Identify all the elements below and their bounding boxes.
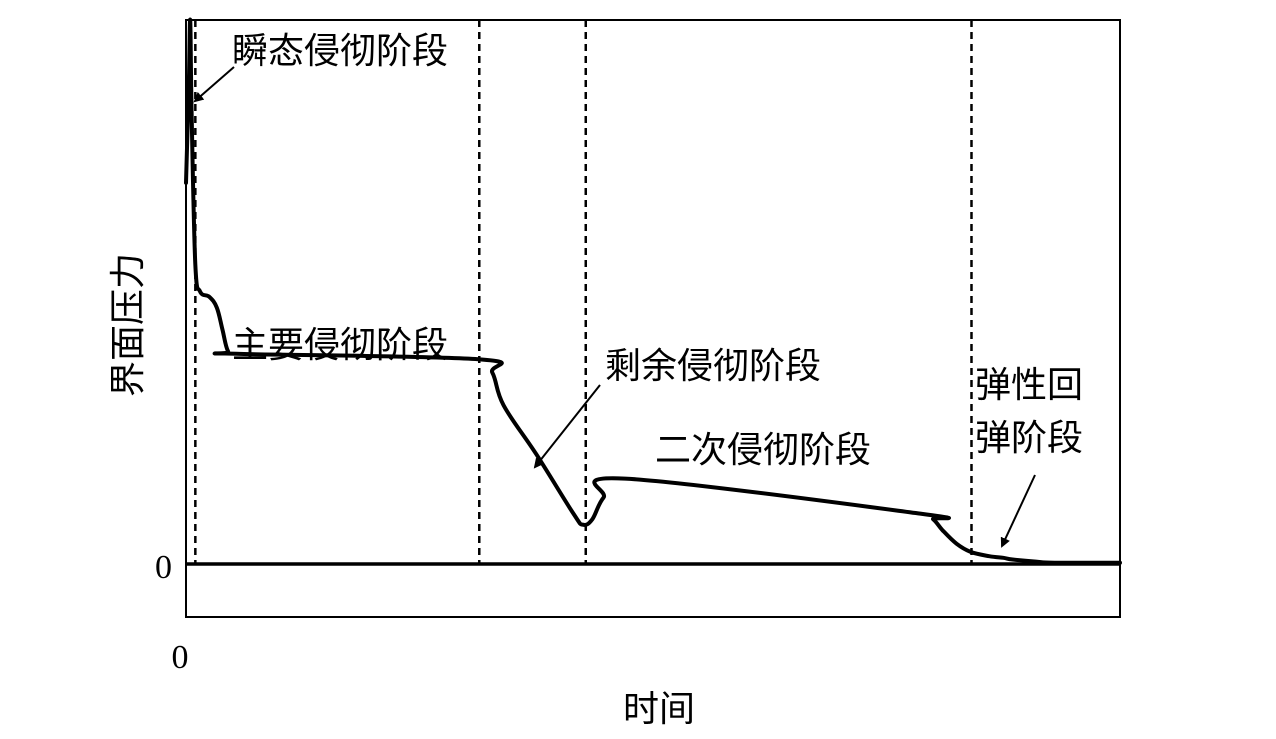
annotation-secondary-stage: 二次侵彻阶段 <box>655 430 871 471</box>
arrow-transient-stage <box>193 66 235 103</box>
x-axis-label: 时间 <box>623 689 695 730</box>
arrow-residual-stage <box>533 384 601 469</box>
arrow-rebound-stage <box>1000 474 1036 548</box>
x-tick-zero: 0 <box>172 639 189 676</box>
annotation-transient-stage: 瞬态侵彻阶段 <box>232 31 448 72</box>
stage-boundaries <box>194 20 973 563</box>
y-tick-zero: 0 <box>155 549 172 586</box>
annotation-rebound-stage-line2: 弹阶段 <box>975 418 1083 459</box>
annotation-residual-stage: 剩余侵彻阶段 <box>605 346 821 387</box>
annotation-rebound-stage-line1: 弹性回 <box>975 365 1083 406</box>
annotation-main-stage: 主要侵彻阶段 <box>232 325 448 366</box>
y-axis-label: 界面压力 <box>108 253 149 397</box>
plot-frame <box>185 19 1121 618</box>
pressure-curve <box>184 17 1122 565</box>
